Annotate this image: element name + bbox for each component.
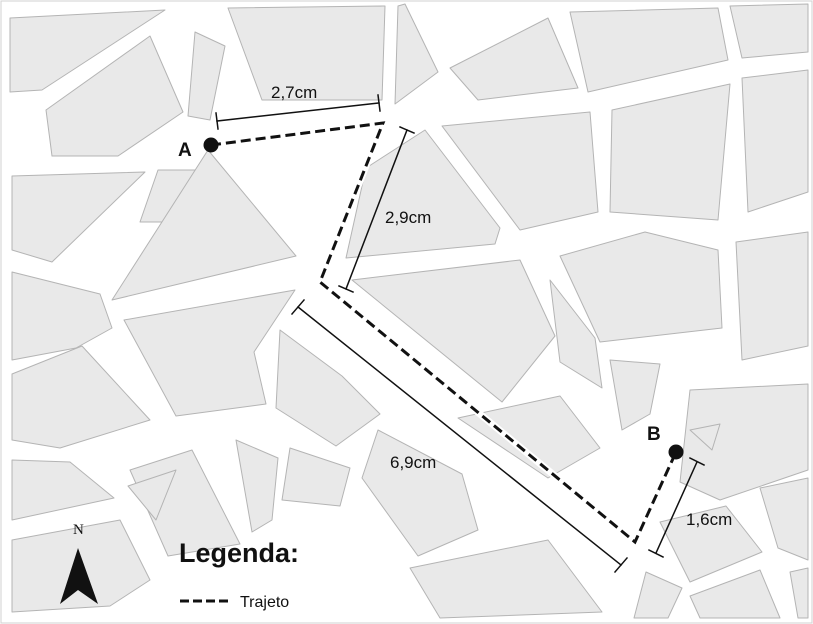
city-block xyxy=(11,345,151,449)
dimension-lines xyxy=(215,94,706,574)
city-block xyxy=(394,3,439,105)
route-group xyxy=(210,119,680,546)
dimension-line-seg1 xyxy=(215,94,381,130)
city-block xyxy=(281,447,351,507)
north-arrow: N xyxy=(60,522,98,604)
end-point-label: B xyxy=(647,424,661,445)
city-block xyxy=(235,439,279,533)
north-arrow-label: N xyxy=(73,522,84,538)
city-block xyxy=(689,569,781,619)
city-block xyxy=(559,231,723,343)
legend-item-label: Trajeto xyxy=(240,594,289,611)
city-block xyxy=(729,3,809,59)
city-block xyxy=(609,83,731,221)
city-block xyxy=(609,359,661,431)
city-block xyxy=(227,5,386,101)
end-point-marker xyxy=(668,444,684,460)
city-block xyxy=(187,31,226,121)
start-point-label: A xyxy=(178,140,192,161)
city-block xyxy=(127,469,177,521)
city-block xyxy=(45,35,184,157)
dimension-line-seg4 xyxy=(647,456,706,559)
city-blocks xyxy=(9,3,809,619)
city-block xyxy=(449,17,579,101)
legend: Legenda: Trajeto xyxy=(179,538,299,611)
city-block xyxy=(569,7,729,93)
city-block xyxy=(789,567,809,619)
legend-title: Legenda: xyxy=(179,538,299,568)
route-path xyxy=(210,121,678,545)
measurement-label-seg2: 2,9cm xyxy=(385,208,431,227)
measurement-label-seg1: 2,7cm xyxy=(271,83,317,102)
measurement-label-seg4: 1,6cm xyxy=(686,510,732,529)
city-block xyxy=(123,289,296,417)
city-block xyxy=(549,279,603,389)
city-block xyxy=(759,477,809,561)
city-block xyxy=(345,129,501,259)
city-block xyxy=(351,259,556,403)
city-block xyxy=(9,9,166,93)
city-block xyxy=(741,69,809,213)
north-arrow-icon xyxy=(60,548,98,604)
city-block xyxy=(679,383,809,501)
city-block xyxy=(11,171,146,263)
city-block xyxy=(689,423,721,451)
city-block xyxy=(275,329,381,447)
dimension-line-seg2 xyxy=(338,126,415,293)
measurement-label-seg3: 6,9cm xyxy=(390,453,436,472)
city-block xyxy=(735,231,809,361)
city-block xyxy=(111,149,297,301)
city-block xyxy=(11,271,113,361)
city-block xyxy=(441,111,599,231)
city-block xyxy=(361,429,479,557)
city-block xyxy=(409,539,603,619)
city-block xyxy=(457,395,601,479)
dimension-line-seg3 xyxy=(290,298,629,574)
city-block xyxy=(659,505,763,583)
city-block xyxy=(11,459,115,521)
city-block xyxy=(633,571,683,619)
start-point-marker xyxy=(203,137,219,153)
